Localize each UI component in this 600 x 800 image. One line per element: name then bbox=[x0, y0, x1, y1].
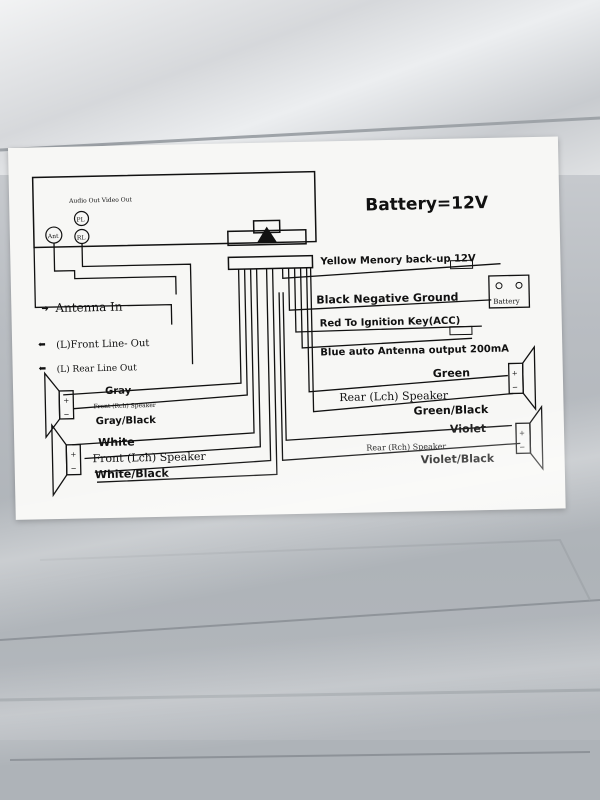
red-ignition-label: Red To Ignition Key(ACC) bbox=[320, 316, 461, 330]
white-black-label: White/Black bbox=[95, 467, 170, 482]
svg-text:+: + bbox=[512, 369, 518, 377]
white-wire-label: White bbox=[98, 435, 135, 449]
connector-bottom bbox=[227, 254, 314, 271]
svg-text:−: − bbox=[71, 465, 77, 473]
rear-line-arrow-icon: ⬅ bbox=[39, 364, 47, 374]
battery-terminal-pos bbox=[515, 281, 523, 289]
ant-label: Ant bbox=[47, 233, 59, 240]
svg-text:+: + bbox=[519, 429, 525, 437]
front-line-arrow-icon: ⬅ bbox=[38, 340, 46, 350]
rear-line-out-label: (L) Rear Line Out bbox=[57, 362, 138, 375]
battery-box bbox=[488, 274, 531, 309]
green-wire-label: Green bbox=[433, 366, 470, 380]
acc-fuse bbox=[449, 325, 473, 336]
rl-label: RL bbox=[77, 234, 86, 241]
head-unit-box bbox=[31, 170, 317, 249]
speaker-rear-rch: + − bbox=[515, 404, 544, 471]
battery-symbol-label: Battery bbox=[493, 297, 520, 306]
svg-text:+: + bbox=[70, 451, 76, 459]
antenna-in-label: Antenna In bbox=[54, 300, 123, 315]
memory-fuse bbox=[449, 259, 474, 270]
front-lch-speaker-label: Front (Lch) Speaker bbox=[92, 450, 206, 465]
speaker-front-lch: + − bbox=[51, 423, 82, 498]
svg-text:−: − bbox=[519, 443, 525, 451]
front-rch-speaker-label: Front (Rch) Speaker bbox=[93, 402, 156, 410]
battery-voltage-title: Battery=12V bbox=[365, 193, 489, 216]
violet-wire-label: Violet bbox=[450, 422, 486, 436]
svg-text:+: + bbox=[63, 397, 69, 405]
antenna-wire bbox=[33, 247, 173, 325]
black-ground-label: Black Negative Ground bbox=[316, 291, 458, 307]
audio-video-out-label: Audio Out Video Out bbox=[68, 196, 133, 204]
yellow-memory-label: Yellow Menory back-up 12V bbox=[319, 253, 476, 267]
gray-wire-label: Gray bbox=[105, 385, 132, 397]
connector-arrow bbox=[257, 226, 278, 243]
harness-wires bbox=[63, 263, 521, 483]
violet-black-label: Violet/Black bbox=[420, 452, 495, 467]
speaker-rear-lch: + − bbox=[507, 345, 537, 411]
antenna-arrow-icon: ➜ bbox=[41, 304, 49, 314]
battery-terminal-neg bbox=[495, 282, 503, 290]
wiring-diagram: Audio Out Video Out Ant PL RL bbox=[31, 170, 544, 498]
gray-black-label: Gray/Black bbox=[96, 415, 157, 427]
front-line-out-label: (L)Front Line- Out bbox=[56, 338, 149, 351]
svg-text:−: − bbox=[64, 411, 70, 419]
speaker-front-rch: + − bbox=[44, 371, 75, 440]
svg-text:−: − bbox=[512, 383, 518, 391]
rca-wire bbox=[81, 243, 194, 365]
blue-antenna-label: Blue auto Antenna output 200mA bbox=[320, 344, 509, 359]
antenna-lead bbox=[53, 243, 177, 295]
rear-rch-speaker-label: Rear (Rch) Speaker bbox=[366, 442, 446, 453]
rear-lch-speaker-label: Rear (Lch) Speaker bbox=[339, 389, 449, 404]
pl-label: PL bbox=[76, 216, 84, 223]
green-black-label: Green/Black bbox=[413, 403, 489, 418]
wiring-label-card: Audio Out Video Out Ant PL RL bbox=[8, 136, 566, 520]
pl-jack bbox=[73, 210, 90, 227]
